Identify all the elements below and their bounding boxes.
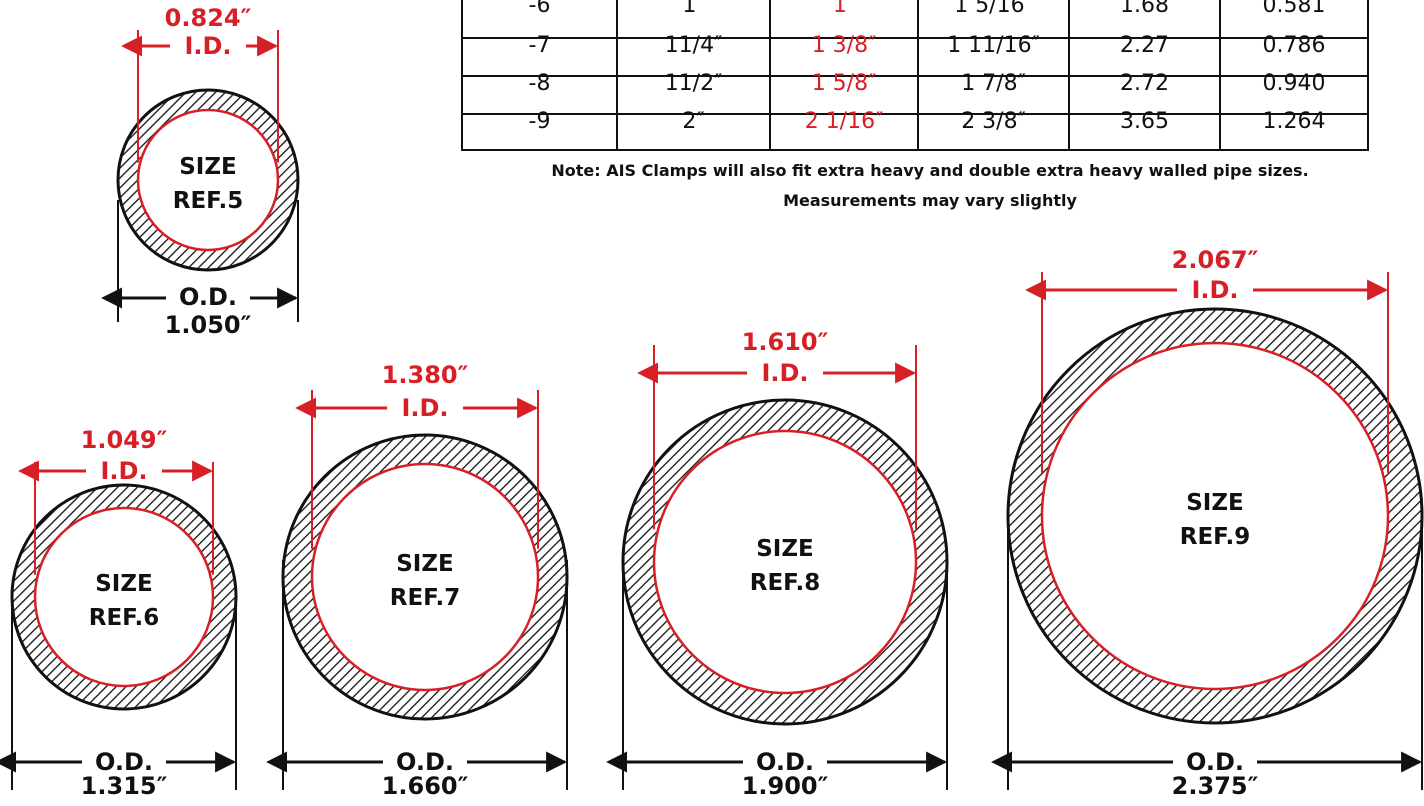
- pipe-size-label: SIZE: [179, 154, 237, 180]
- table-cell-wall: 0.940: [1263, 71, 1326, 96]
- table-cell-od: 1 5/16″: [954, 0, 1033, 18]
- od-label: O.D.: [1186, 748, 1244, 776]
- id-label: I.D.: [401, 394, 448, 422]
- od-value: 1.900″: [742, 772, 829, 800]
- pipe-ref-9: SIZE REF.9 I.D.2.067″ O.D.2.375″: [991, 246, 1424, 800]
- id-value: 1.610″: [742, 328, 829, 356]
- id-value: 0.824″: [165, 4, 252, 32]
- pipe-ref-label: REF.8: [750, 570, 821, 596]
- table-cell-dash: -8: [529, 71, 551, 96]
- pipe-ref-label: REF.7: [390, 585, 461, 611]
- od-label: O.D.: [179, 283, 237, 311]
- pipe-size-label: SIZE: [396, 551, 454, 577]
- pipe-size-label: SIZE: [95, 571, 153, 597]
- table-cell-dash: -7: [529, 33, 551, 58]
- id-label: I.D.: [1191, 276, 1238, 304]
- table-cell-od: 1 7/8″: [961, 71, 1026, 96]
- od-label: O.D.: [756, 748, 814, 776]
- pipe-inner-bore: [136, 108, 280, 252]
- od-label: O.D.: [396, 748, 454, 776]
- table-cell-id: 1 5/8″: [812, 71, 877, 96]
- table-cell-id: 1″: [833, 0, 855, 18]
- table-cell-dash: -6: [529, 0, 551, 18]
- pipe-ref-7: SIZE REF.7 I.D. 1.380″ O.D.1.660″: [266, 361, 569, 800]
- table-cell-nominal: 1″: [682, 0, 704, 18]
- pipe-inner-bore: [1040, 341, 1390, 691]
- id-value: 1.049″: [81, 426, 168, 454]
- id-label: I.D.: [100, 457, 147, 485]
- pipe-inner-bore: [310, 462, 540, 692]
- table-cell-nominal: 11/4″: [665, 33, 723, 58]
- table-cell-dash: -9: [529, 109, 551, 134]
- pipe-ref-8: SIZE REF.8 I.D. 1.610″ O.D.1.900″: [606, 328, 949, 800]
- od-label: O.D.: [95, 748, 153, 776]
- table-cell-wall: 0.786: [1263, 33, 1326, 58]
- od-value: 1.050″: [165, 311, 252, 339]
- table-cell-id: 1 3/8″: [812, 33, 877, 58]
- pipe-ref-label: REF.6: [89, 605, 160, 631]
- pipe-ref-label: REF.9: [1180, 524, 1251, 550]
- table-cell-id: 2 1/16″: [805, 109, 884, 134]
- od-value: 1.660″: [382, 772, 469, 800]
- pipe-size-label: SIZE: [1186, 490, 1244, 516]
- pipe-ref-label: REF.5: [173, 188, 244, 214]
- id-label: I.D.: [761, 359, 808, 387]
- pipe-inner-bore: [33, 506, 215, 688]
- id-label: I.D.: [184, 32, 231, 60]
- od-value: 2.375″: [1172, 772, 1259, 800]
- pipe-inner-bore: [652, 429, 918, 695]
- id-value: 2.067″: [1172, 246, 1259, 274]
- id-value: 1.380″: [382, 361, 469, 389]
- table-cell-wall: 1.264: [1263, 109, 1326, 134]
- table-cell-weight: 1.68: [1120, 0, 1169, 18]
- table-cell-weight: 3.65: [1120, 109, 1169, 134]
- table-cell-weight: 2.27: [1120, 33, 1169, 58]
- spec-table: -6 1″ 1″ 1 5/16″ 1.68 0.581 -7 11/4″ 1 3/8″ 1 11/…: [461, 0, 1369, 151]
- table-cell-od: 2 3/8″: [961, 109, 1026, 134]
- table-cell-wall: 0.581: [1263, 0, 1326, 18]
- pipe-ref-5: SIZE REF.5 I.D.0.824″ O.D.1.050″: [101, 4, 300, 339]
- note-line-1: Note: AIS Clamps will also fit extra hea…: [551, 161, 1308, 180]
- od-value: 1.315″: [81, 772, 168, 800]
- note-line-2: Measurements may vary slightly: [783, 191, 1077, 210]
- table-cell-od: 1 11/16″: [947, 33, 1040, 58]
- table-cell-weight: 2.72: [1120, 71, 1169, 96]
- pipe-ref-6: SIZE REF.6 I.D. 1.049″ O.D.1.315″: [0, 426, 238, 800]
- table-cell-nominal: 11/2″: [665, 71, 723, 96]
- pipe-size-label: SIZE: [756, 536, 814, 562]
- table-cell-nominal: 2″: [682, 109, 704, 134]
